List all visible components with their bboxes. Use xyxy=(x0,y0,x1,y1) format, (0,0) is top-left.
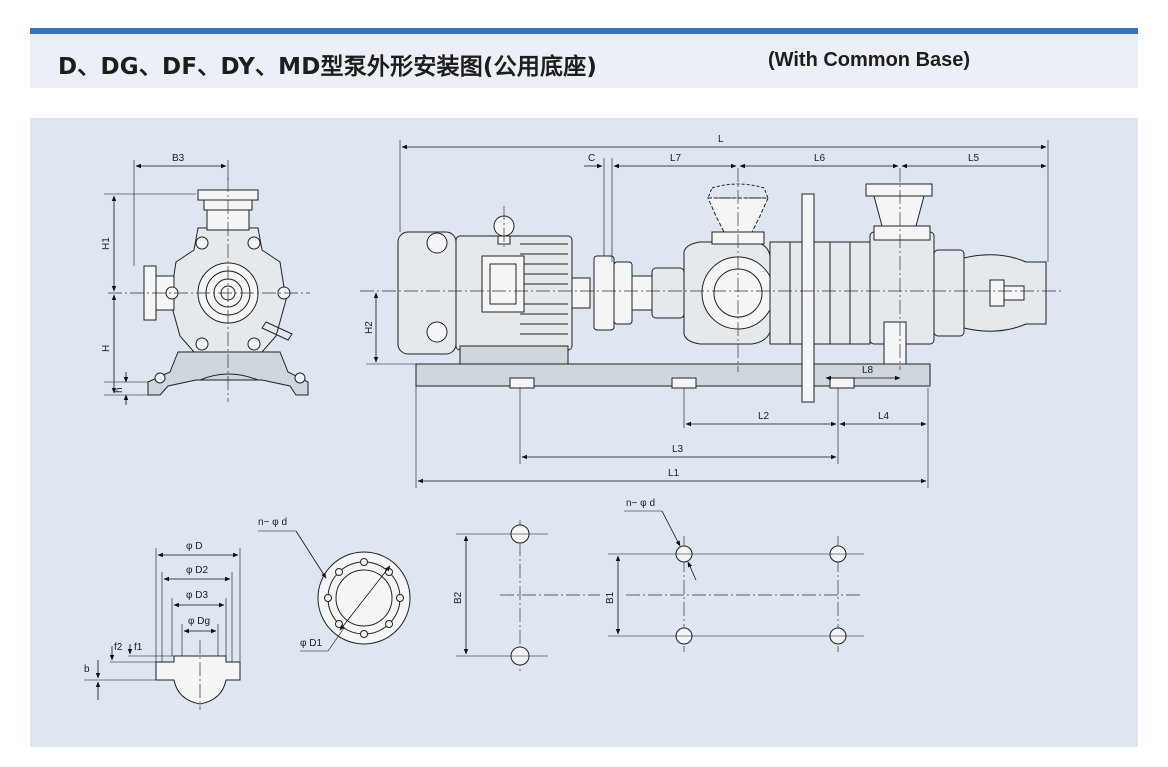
page-subtitle: (With Common Base) xyxy=(768,49,971,71)
flange-profile xyxy=(155,655,241,705)
discharge-flange xyxy=(865,183,933,197)
dim-h2: H2 xyxy=(364,321,375,334)
dim-phi-d1: φ D1 xyxy=(300,638,322,649)
dim-h1: H1 xyxy=(101,237,112,250)
dim-b2: B2 xyxy=(453,591,464,604)
dim-h: H xyxy=(101,345,112,352)
dim-h-small: h xyxy=(114,387,125,393)
dim-l6: L6 xyxy=(814,153,826,164)
dim-b1: B1 xyxy=(605,591,616,604)
dim-phi-d3: φ D3 xyxy=(186,590,208,601)
dim-l8: L8 xyxy=(862,365,874,376)
tie-plate xyxy=(801,193,815,403)
dim-phi-dg: φ Dg xyxy=(188,616,210,627)
terminal-box xyxy=(481,255,525,313)
flange-section: φ D φ D2 φ D3 φ Dg f2 f1 b xyxy=(84,541,241,710)
dim-f2: f2 xyxy=(114,642,123,653)
front-view: L C L7 L6 L5 H2 L8 L2 L4 L3 L1 xyxy=(360,134,1064,488)
base-holes-label: n− φ d xyxy=(626,498,655,509)
dim-phi-d: φ D xyxy=(186,541,202,552)
base-holes-b1: B1 n− φ d xyxy=(605,498,864,652)
page-title: D、DG、DF、DY、MD型泵外形安装图(公用底座) xyxy=(58,54,598,80)
header-accent-bar xyxy=(30,28,1138,34)
dim-l4: L4 xyxy=(878,411,890,422)
dim-phi-d2: φ D2 xyxy=(186,565,208,576)
dim-b: b xyxy=(84,664,90,675)
side-base xyxy=(147,351,309,396)
flange-face: n− φ d φ D1 xyxy=(258,517,411,652)
base-holes-b2: B2 xyxy=(453,520,600,672)
dim-l1: L1 xyxy=(668,468,680,479)
dim-l3: L3 xyxy=(672,444,684,455)
side-view: B3 H1 H h xyxy=(101,153,310,405)
dim-l5: L5 xyxy=(968,153,980,164)
dim-f1: f1 xyxy=(134,642,143,653)
dim-l: L xyxy=(718,134,724,145)
dim-c: C xyxy=(588,153,595,164)
pump-stages xyxy=(769,241,871,345)
dim-l2: L2 xyxy=(758,411,770,422)
motor-fan-cover xyxy=(397,231,457,355)
dim-l7: L7 xyxy=(670,153,682,164)
coupling xyxy=(593,255,615,331)
dim-b3: B3 xyxy=(172,153,185,164)
header-band xyxy=(30,34,1138,88)
flange-holes-label: n− φ d xyxy=(258,517,287,528)
